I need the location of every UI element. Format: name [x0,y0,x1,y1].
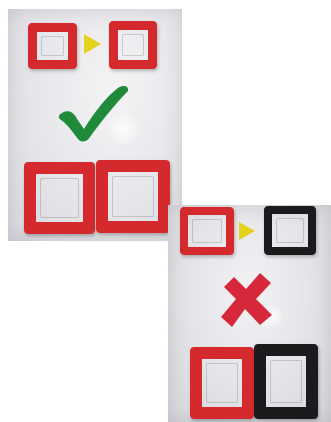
red-square-frame [24,162,95,234]
red-square-frame [96,160,170,233]
photo-incorrect-sequence [168,205,331,422]
black-square-frame [254,344,318,419]
red-square-frame [190,347,254,419]
photo-correct-sequence [8,9,182,241]
